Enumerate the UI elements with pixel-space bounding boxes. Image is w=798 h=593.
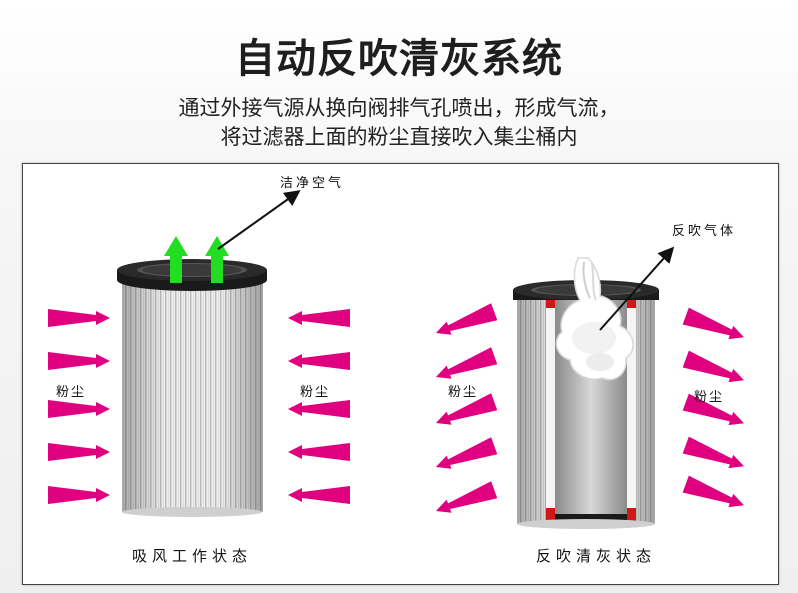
left-dust-arrows-outer [48,309,110,504]
left-dust-label-b: 粉尘 [300,385,330,400]
left-dust-arrows-inner [288,309,350,504]
subtitle-line-2: 将过滤器上面的粉尘直接吹入集尘桶内 [220,125,578,149]
right-caption: 反吹清灰状态 [536,547,656,565]
clean-air-pointer-line [217,190,301,250]
pulse-air-pointer-line [599,246,675,331]
subtitle-line-1: 通过外接气源从换向阀排气孔喷出，形成气流， [178,96,620,120]
pulse-air-label: 反吹气体 [672,223,736,239]
right-dust-label-a: 粉尘 [448,385,478,400]
right-dust-arrows-right [682,307,745,508]
clean-air-label: 洁净空气 [280,175,344,191]
clean-air-arrow-1 [164,236,188,283]
pulse-air-cloud [555,257,634,381]
page-title: 自动反吹清灰系统 [235,36,563,82]
right-dust-arrows-left [435,303,498,513]
left-filter-cartridge [117,259,267,517]
right-dust-label-b: 粉尘 [694,390,724,405]
clean-air-arrow-2 [205,236,229,283]
left-caption: 吸风工作状态 [132,547,252,565]
left-dust-label-a: 粉尘 [56,385,86,400]
right-filter-cartridge [513,280,659,529]
